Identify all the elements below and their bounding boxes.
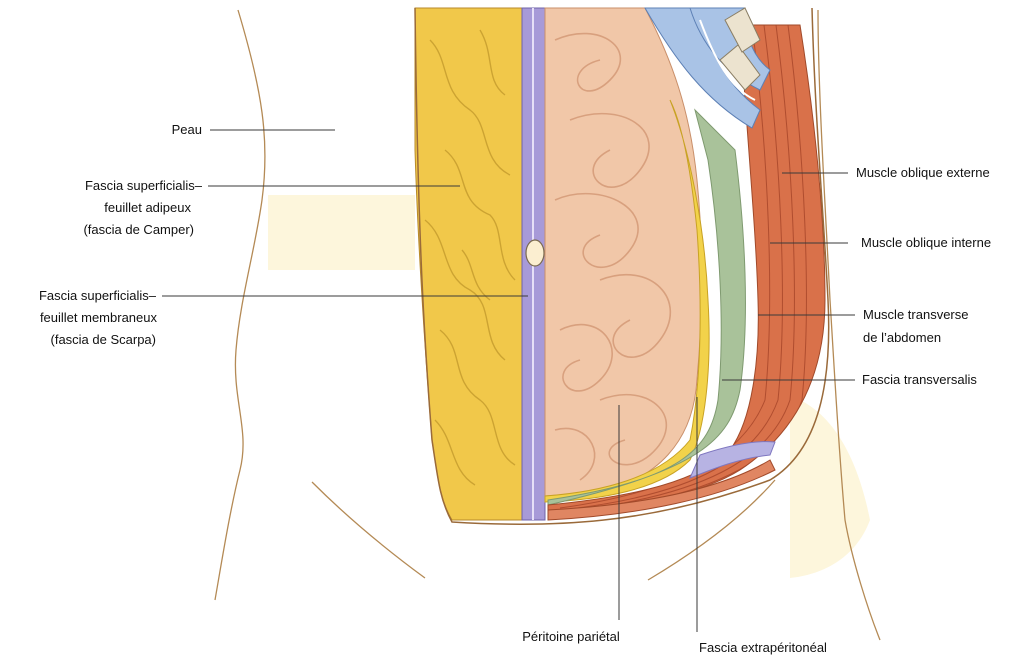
label-skin: Peau (172, 122, 202, 137)
hip-tint-region (790, 400, 870, 578)
label-camper-line1: Fascia superficialis– (85, 178, 203, 193)
label-camper-line3: (fascia de Camper) (83, 222, 194, 237)
label-scarpa-line2: feuillet membraneux (40, 310, 158, 325)
label-extraperitoneal-fascia: Fascia extrapéritonéal (699, 640, 827, 655)
body-outline-left (215, 10, 265, 600)
groin-crease-left (312, 482, 425, 578)
label-transversus-line2: de l’abdomen (863, 330, 941, 345)
label-parietal-peritoneum: Péritoine pariétal (522, 629, 620, 644)
skin-tint-region (268, 195, 415, 270)
label-external-oblique: Muscle oblique externe (856, 165, 990, 180)
label-camper-line2: feuillet adipeux (104, 200, 191, 215)
label-scarpa-line3: (fascia de Scarpa) (51, 332, 157, 347)
camper-fat-layer (415, 8, 522, 520)
label-fascia-transversalis: Fascia transversalis (862, 372, 977, 387)
label-internal-oblique: Muscle oblique interne (861, 235, 991, 250)
intestine-region (545, 8, 702, 496)
umbilicus (526, 240, 544, 266)
label-scarpa-line1: Fascia superficialis– (39, 288, 157, 303)
label-transversus-line1: Muscle transverse (863, 307, 968, 322)
